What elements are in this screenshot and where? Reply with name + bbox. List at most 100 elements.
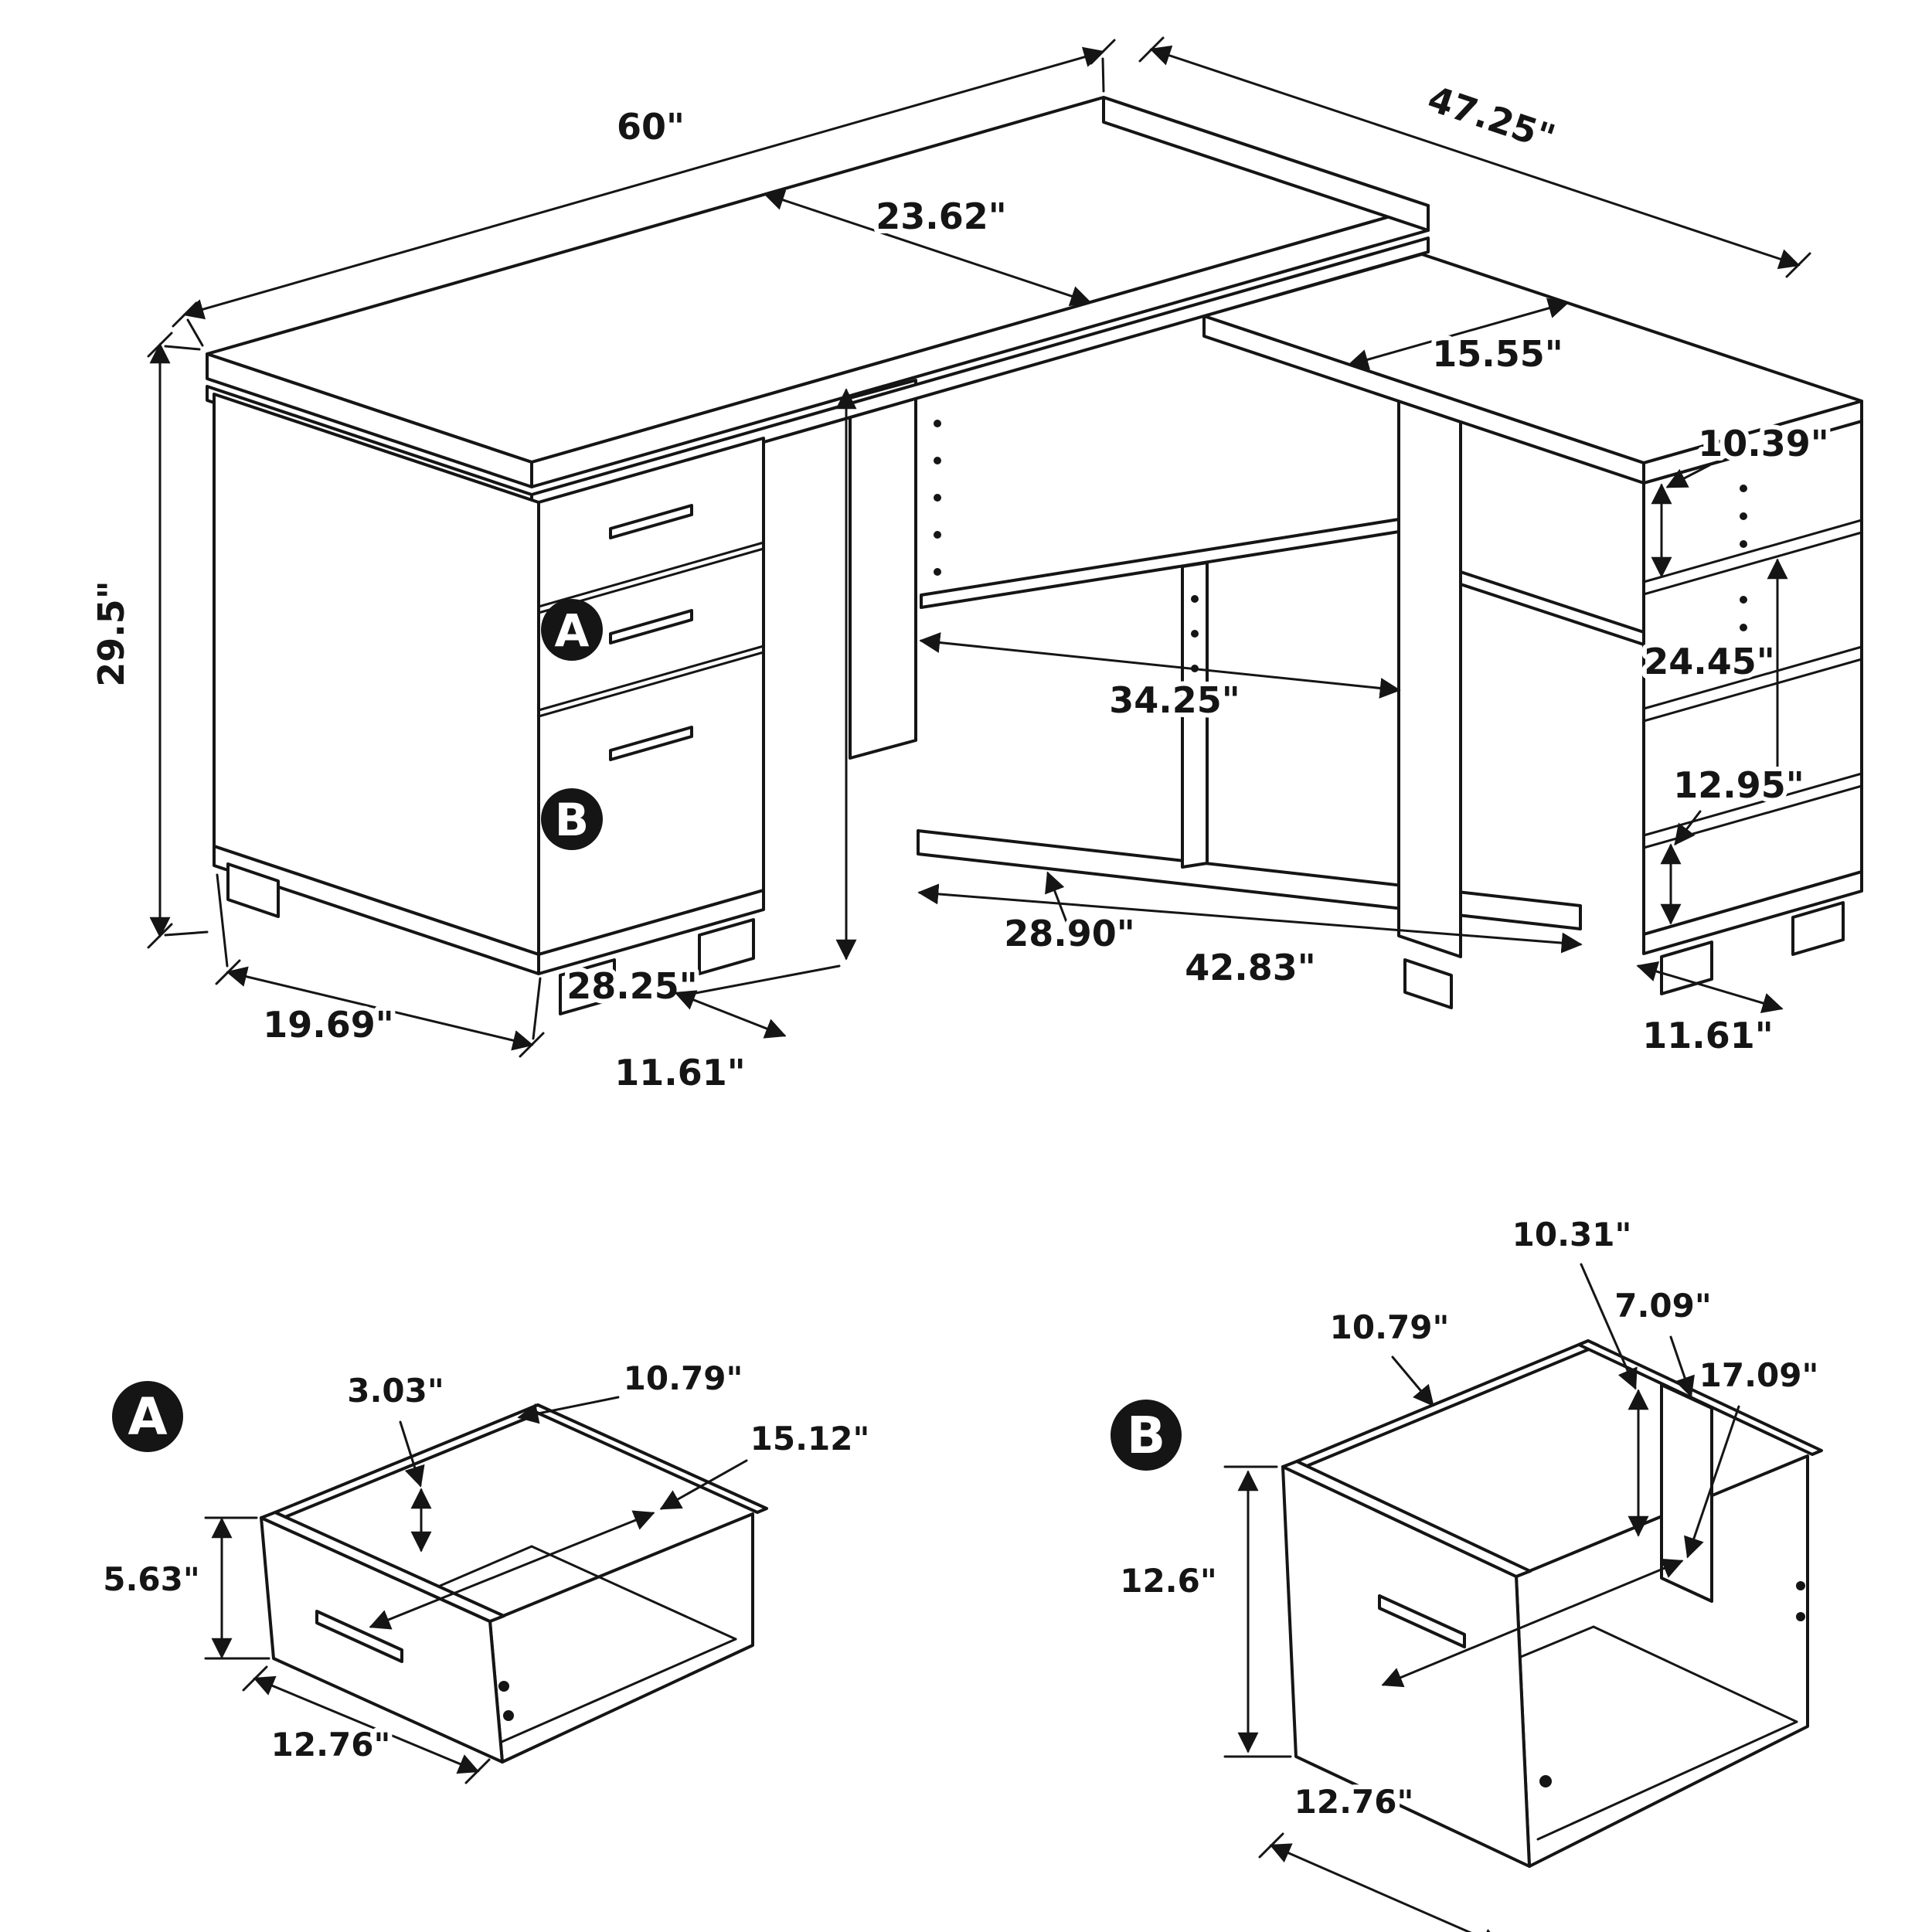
- cam-lock-hole: [498, 1681, 509, 1692]
- dim-a-front-width: 12.76": [271, 1726, 391, 1764]
- dim-tick: [1138, 36, 1165, 63]
- dim-leader: [1580, 1263, 1638, 1390]
- drawer-divider-line: [537, 651, 765, 718]
- middle-divider-panel: [849, 379, 917, 760]
- dim-leader: [1674, 810, 1702, 846]
- drawer-a-inner-bottom: [493, 1638, 737, 1747]
- dim-tick: [172, 301, 198, 328]
- pin-hole: [1740, 624, 1747, 631]
- detail-b-badge: B: [1111, 1400, 1182, 1471]
- pin-hole: [934, 494, 941, 502]
- dim-tick: [215, 959, 241, 985]
- dim-shelf-mid-span: 24.45": [1644, 641, 1774, 682]
- dim-kneehole-height: 28.25": [566, 965, 697, 1007]
- badge-b-letter: B: [555, 794, 589, 846]
- dim-open-shelf-width: 34.25": [1109, 679, 1240, 721]
- drawer-divider-line: [537, 645, 765, 712]
- dim-shelf-top-gap: 10.39": [1698, 423, 1828, 464]
- dim-ext-line: [216, 873, 229, 968]
- dim-ext-line: [1101, 57, 1105, 93]
- dim-b-front-width: 12.76": [1294, 1783, 1414, 1821]
- dim-line-a-front-width: [253, 1675, 480, 1774]
- detail-a-badge: A: [112, 1381, 183, 1452]
- return-foot: [1403, 958, 1453, 1009]
- dim-b-back-height: 10.31": [1512, 1216, 1632, 1253]
- return-shelf-line: [1642, 658, 1863, 723]
- dim-pedestal-depth: 19.69": [263, 1004, 393, 1046]
- cam-lock-hole: [1796, 1612, 1805, 1621]
- drawer-divider-line: [537, 541, 765, 608]
- dim-leader: [659, 1459, 748, 1510]
- cam-lock-hole: [1539, 1775, 1552, 1787]
- cam-lock-hole: [1796, 1581, 1805, 1590]
- dim-b-front-height: 12.6": [1120, 1562, 1217, 1600]
- drawer-b-left-wall-top: [1295, 1339, 1600, 1468]
- dim-desk-depth: 23.62": [876, 196, 1006, 237]
- dim-leader: [1665, 464, 1711, 488]
- drawer-b-inner-bottom: [1536, 1720, 1798, 1841]
- pedestal-foot: [698, 918, 755, 975]
- pin-hole: [934, 420, 941, 427]
- return-shelf-line: [1642, 531, 1863, 596]
- dim-line-open-shelf-width: [919, 632, 1401, 699]
- detail-a: A 5.63" 3.03" 10.79" 15.12" 12.76": [98, 1355, 874, 1784]
- open-compartment: [849, 379, 1582, 930]
- dim-line-return-length: [1149, 45, 1801, 270]
- pin-hole: [1740, 651, 1747, 659]
- dim-leader: [1669, 1335, 1695, 1398]
- pin-hole: [1740, 512, 1747, 520]
- dim-foot-right: 11.61": [1642, 1015, 1773, 1056]
- return-side-shelf: [1459, 570, 1645, 646]
- dim-tick: [147, 332, 173, 358]
- pin-hole: [1740, 540, 1747, 548]
- return-base: [1642, 870, 1863, 955]
- dim-b-rail-gap: 7.09": [1614, 1287, 1712, 1325]
- dim-b-inner-width: 10.79": [1330, 1308, 1450, 1346]
- pedestal-base-side: [213, 845, 540, 975]
- dim-desk-width: 60": [617, 106, 685, 148]
- detail-b-badge-circle: [1111, 1400, 1182, 1471]
- dim-rail-clearance: 28.90": [1004, 913, 1134, 954]
- dim-line-foot-left: [674, 990, 787, 1039]
- drawer-a-right-wall: [488, 1512, 754, 1764]
- drawer-handle: [609, 609, 693, 645]
- drawer-handle: [609, 504, 693, 539]
- return-shelf-line: [1642, 519, 1863, 583]
- detail-b-badge-letter: B: [1127, 1406, 1165, 1465]
- dim-tick: [1090, 39, 1116, 65]
- dim-leader: [399, 1420, 425, 1488]
- return-shelf-line: [1642, 645, 1863, 710]
- drawer-b-inner-divider: [1660, 1383, 1713, 1603]
- dim-tick: [242, 1665, 268, 1692]
- pedestal-foot: [559, 958, 616, 1015]
- dim-tick: [519, 1032, 545, 1058]
- desktop-left-edge: [206, 352, 533, 488]
- dim-ext-line: [164, 345, 201, 351]
- return-top-edge: [1202, 315, 1645, 485]
- dim-line-desk-depth: [763, 189, 1092, 307]
- cam-lock-hole: [503, 1710, 514, 1721]
- pin-hole: [934, 457, 941, 464]
- dim-tick: [464, 1758, 491, 1784]
- pin-hole: [934, 531, 941, 539]
- dim-line-base-span: [917, 883, 1583, 954]
- dim-b-inner-depth: 17.09": [1699, 1356, 1819, 1394]
- dim-a-front-height: 5.63": [103, 1560, 200, 1598]
- badge-a-circle: [541, 599, 603, 661]
- drawer-a-handle: [315, 1610, 403, 1663]
- dim-line-b-inner-depth: [1381, 1558, 1684, 1688]
- return-foot: [1791, 901, 1845, 956]
- dim-leader: [690, 964, 841, 995]
- main-view: A B: [206, 96, 1863, 1015]
- dim-tick: [147, 923, 173, 949]
- dim-ext-line: [186, 318, 204, 347]
- dim-line-desk-width: [182, 46, 1105, 320]
- detail-a-badge-letter: A: [128, 1387, 167, 1447]
- badge-a-letter: A: [555, 604, 590, 657]
- dim-foot-left: 11.61": [614, 1052, 745, 1094]
- dim-line-a-inner-depth: [369, 1510, 655, 1630]
- pin-hole: [934, 568, 941, 576]
- dim-leader: [1684, 1405, 1740, 1559]
- return-inner-wall: [1397, 400, 1462, 958]
